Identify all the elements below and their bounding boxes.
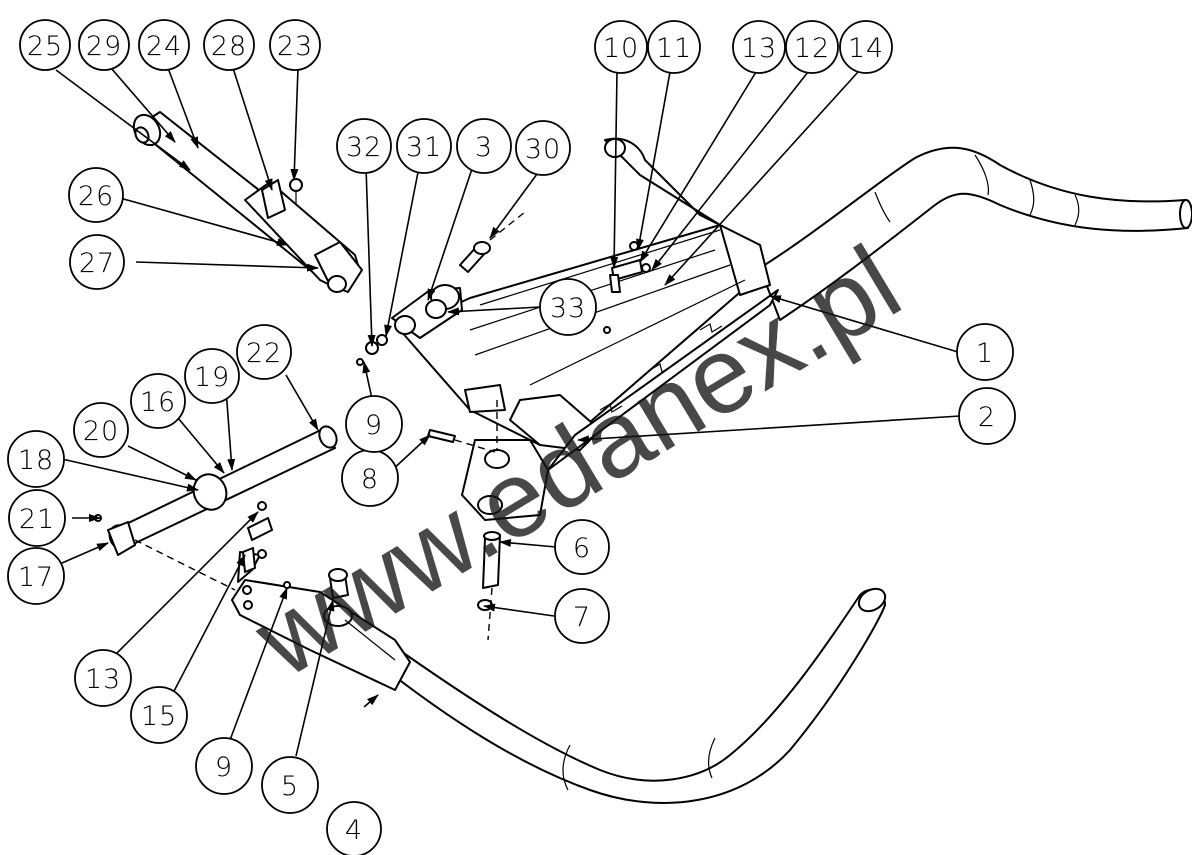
balloon-9-b: 9 [195, 737, 253, 795]
svg-text:1: 1 [976, 338, 994, 369]
balloon-1: 1 [956, 323, 1014, 381]
svg-text:18: 18 [18, 445, 54, 476]
balloon-6: 6 [554, 519, 610, 575]
balloon-24: 24 [138, 19, 190, 71]
svg-text:13: 13 [85, 664, 121, 695]
small-hardware [237, 241, 651, 641]
balloon-14: 14 [839, 20, 893, 74]
svg-text:29: 29 [86, 31, 122, 62]
svg-text:19: 19 [194, 362, 230, 393]
balloon-13-a: 13 [732, 20, 786, 74]
svg-text:15: 15 [141, 701, 177, 732]
svg-text:28: 28 [211, 31, 247, 62]
balloon-8: 8 [341, 449, 399, 507]
svg-text:4: 4 [345, 815, 363, 846]
leader-lines [55, 67, 961, 757]
balloon-33: 33 [539, 278, 597, 336]
svg-text:22: 22 [246, 338, 282, 369]
svg-text:33: 33 [550, 293, 586, 324]
balloon-7: 7 [554, 588, 610, 644]
part-22-axle [94, 425, 338, 591]
part-30-bolt [459, 211, 526, 273]
part-1-handle-tube [379, 146, 1192, 804]
part-4-lower-plate [231, 568, 411, 691]
svg-text:21: 21 [19, 504, 55, 535]
balloon-11: 11 [647, 20, 701, 74]
balloon-32: 32 [336, 118, 392, 174]
balloon-9-a: 9 [345, 395, 403, 453]
svg-text:32: 32 [346, 132, 382, 163]
balloon-18: 18 [7, 430, 65, 488]
balloon-3: 3 [456, 118, 512, 174]
svg-text:11: 11 [656, 33, 692, 64]
svg-text:14: 14 [848, 33, 884, 64]
svg-text:24: 24 [146, 31, 182, 62]
part-2-frame [399, 137, 779, 521]
balloon-25: 25 [19, 19, 71, 71]
balloon-26: 26 [68, 167, 124, 223]
balloon-4: 4 [326, 801, 382, 855]
svg-text:5: 5 [281, 771, 299, 802]
svg-text:9: 9 [365, 410, 383, 441]
balloon-20: 20 [73, 402, 129, 458]
balloon-31: 31 [396, 118, 452, 174]
balloon-23: 23 [269, 19, 321, 71]
balloon-12: 12 [785, 20, 839, 74]
svg-text:26: 26 [78, 181, 114, 212]
hydraulic-cylinder [132, 111, 363, 293]
svg-text:8: 8 [361, 464, 379, 495]
svg-text:23: 23 [277, 31, 313, 62]
svg-text:9: 9 [215, 752, 233, 783]
balloon-10: 10 [594, 20, 648, 74]
svg-text:12: 12 [794, 33, 830, 64]
svg-text:10: 10 [603, 33, 639, 64]
svg-text:25: 25 [27, 31, 63, 62]
svg-text:13: 13 [741, 33, 777, 64]
balloon-19: 19 [184, 348, 240, 404]
balloon-28: 28 [203, 19, 255, 71]
part-3-pivot [391, 284, 463, 339]
svg-text:6: 6 [573, 533, 591, 564]
balloon-21: 21 [8, 489, 66, 547]
svg-text:2: 2 [978, 402, 996, 433]
svg-text:20: 20 [83, 416, 119, 447]
svg-text:30: 30 [525, 134, 561, 165]
balloon-16: 16 [130, 373, 186, 429]
svg-text:7: 7 [573, 602, 591, 633]
balloon-30: 30 [515, 120, 571, 176]
balloon-22: 22 [236, 324, 292, 380]
balloon-2: 2 [958, 387, 1016, 445]
balloon-5: 5 [261, 756, 319, 814]
svg-text:3: 3 [475, 132, 493, 163]
svg-text:27: 27 [79, 248, 115, 279]
balloon-17: 17 [7, 547, 65, 605]
balloon-13-b: 13 [74, 649, 132, 707]
svg-text:16: 16 [140, 387, 176, 418]
balloon-27: 27 [69, 234, 125, 290]
svg-text:17: 17 [18, 562, 54, 593]
balloon-29: 29 [78, 19, 130, 71]
balloon-15: 15 [130, 686, 188, 744]
svg-text:31: 31 [406, 132, 442, 163]
